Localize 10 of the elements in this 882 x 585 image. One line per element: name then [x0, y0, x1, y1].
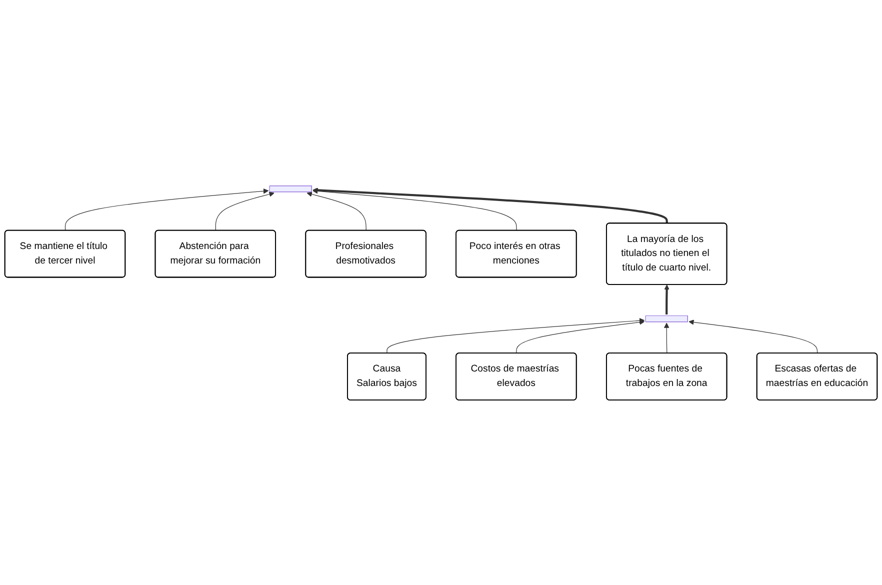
arrow [664, 322, 670, 354]
arrow [312, 187, 668, 224]
arrow [64, 188, 269, 231]
arrow [516, 319, 645, 354]
arrow [386, 318, 645, 354]
arrow [215, 191, 274, 231]
arrow [312, 188, 517, 231]
arrow [688, 319, 818, 354]
arrow [664, 284, 670, 314]
arrow [306, 191, 366, 231]
